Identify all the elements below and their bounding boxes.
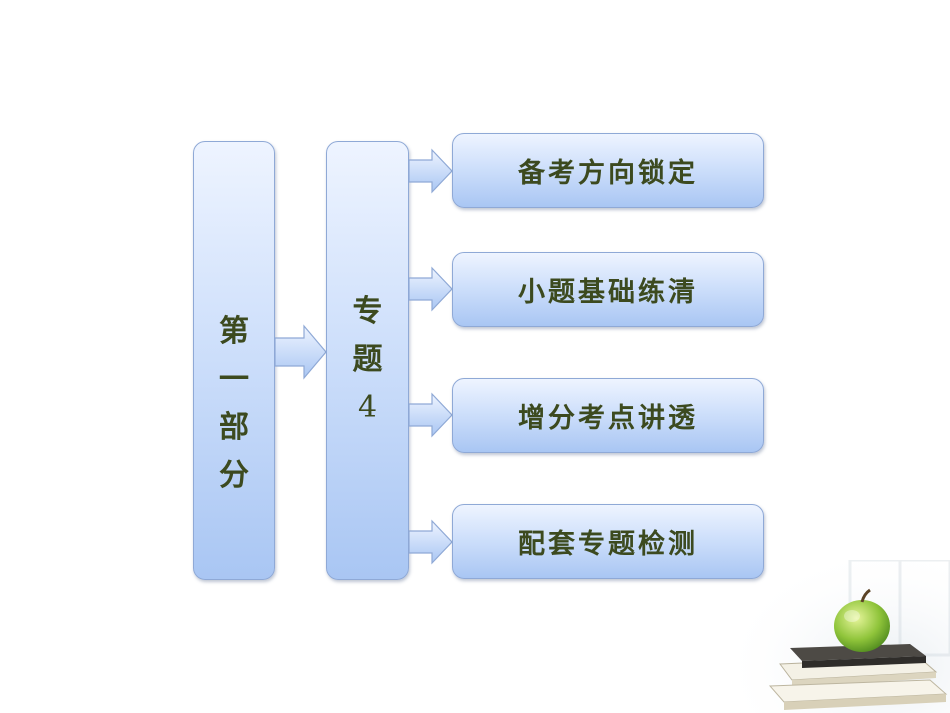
section-label: 小题基础练清 [518, 277, 698, 308]
section-label: 配套专题检测 [518, 529, 698, 560]
topic-number: 4 [357, 390, 378, 425]
arrow-topic-to-section-4 [408, 519, 453, 565]
section-box-4[interactable]: 配套专题检测 [452, 504, 764, 579]
arrow-topic-to-section-3 [408, 392, 453, 438]
part-char: 一 [219, 362, 249, 397]
topic-char: 题 [352, 342, 383, 377]
part-char: 部 [219, 410, 249, 445]
part-label: 第 一 部 分 [217, 308, 251, 500]
book-stack-icon [768, 644, 948, 710]
section-box-3[interactable]: 增分考点讲透 [452, 378, 764, 453]
arrow-part-to-topic [274, 324, 327, 380]
section-box-2[interactable]: 小题基础练清 [452, 252, 764, 327]
section-label: 备考方向锁定 [518, 158, 698, 189]
topic-label: 专 题 4 [327, 288, 408, 432]
topic-char: 专 [352, 294, 383, 329]
topic-box: 专 题 4 [326, 141, 409, 580]
apple-books-decoration [740, 560, 950, 713]
section-box-1[interactable]: 备考方向锁定 [452, 133, 764, 208]
section-label: 增分考点讲透 [518, 403, 698, 434]
apple-icon [834, 588, 890, 652]
part-char: 分 [219, 458, 249, 493]
arrow-topic-to-section-1 [408, 148, 453, 194]
part-box: 第 一 部 分 [193, 141, 275, 580]
arrow-topic-to-section-2 [408, 266, 453, 312]
part-char: 第 [219, 314, 249, 349]
